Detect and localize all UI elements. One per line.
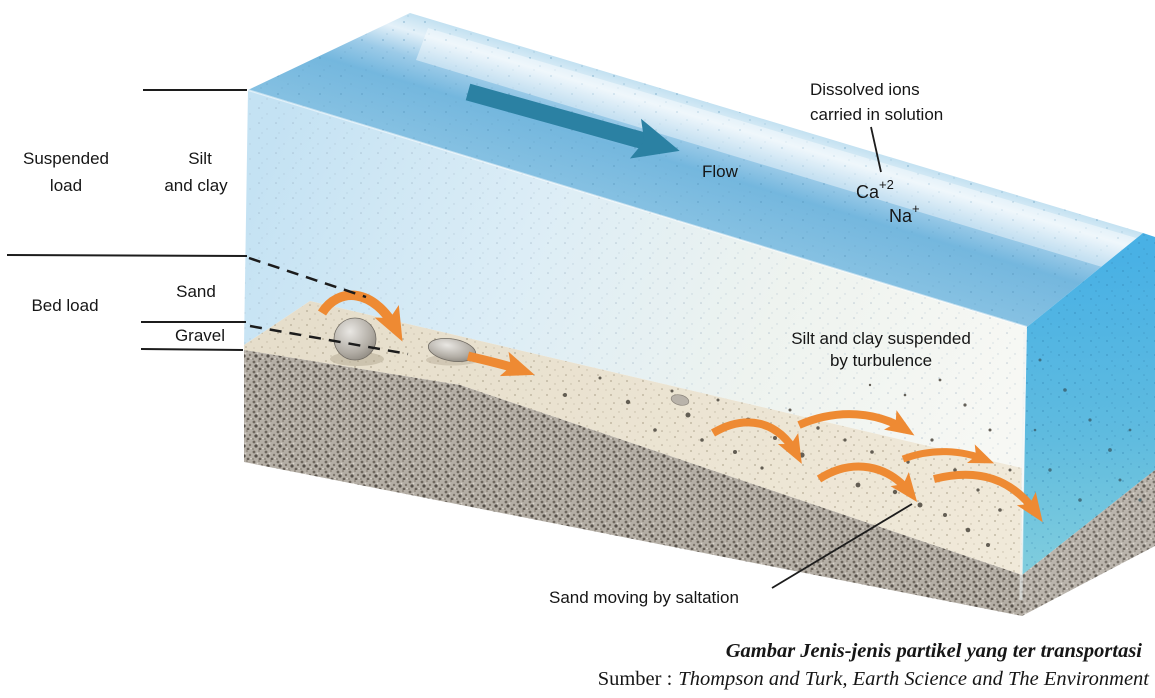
small-pebble: [670, 394, 690, 406]
label-dissolved-ions-line2: carried in solution: [810, 105, 943, 124]
leader-lines: [6, 89, 913, 589]
gravel-leader-line: [140, 348, 244, 351]
flow-arrow-icon: [465, 83, 680, 159]
front-right-edge-highlight: [1019, 329, 1027, 601]
label-flow: Flow: [702, 162, 739, 181]
rolling-arrow-icon: [317, 290, 403, 342]
sand-bed-face: [244, 301, 1022, 575]
label-suspended-load-line1: Suspended: [23, 149, 109, 168]
label-saltation: Sand moving by saltation: [549, 588, 739, 607]
water-surface-glare: [416, 28, 1143, 270]
caption-source-text: Thompson and Turk, Earth Science and The…: [678, 668, 1150, 690]
calcium-charge: +2: [879, 177, 894, 192]
calcium-symbol: Ca: [856, 182, 880, 202]
gravel-dashed-leader-line: [249, 324, 409, 356]
sand-dashed-leader-line: [248, 256, 367, 299]
sand-bed-speckle: [244, 301, 1022, 575]
boulder: [333, 317, 377, 361]
gravel-right-face: [1022, 470, 1155, 616]
label-suspended-load-line2: load: [50, 176, 82, 195]
suspended-bed-divider-line: [6, 254, 248, 257]
label-sand: Sand: [176, 282, 216, 301]
label-turbulence-line2: by turbulence: [830, 351, 932, 370]
sodium-symbol: Na: [889, 206, 913, 226]
legend-left: Suspended load Silt and clay Bed load Sa…: [23, 149, 228, 345]
label-silt-and-clay-line1: Silt: [188, 149, 212, 168]
dissolved-ions-leader-line: [870, 126, 882, 173]
caption-source-label: Sumber :: [598, 668, 673, 690]
water-right-face-speckle: [1022, 233, 1155, 575]
saltation-arrow-icon: [933, 470, 1043, 523]
label-ion-calcium: Ca+2: [856, 177, 894, 202]
gravel-front-face: [244, 350, 1022, 616]
water-front-face-speckle: [244, 90, 1027, 468]
label-gravel: Gravel: [175, 326, 225, 345]
saltation-arrow-icon: [901, 444, 995, 464]
top-front-edge-highlight: [247, 89, 1028, 328]
saltation-arrow-icon: [710, 418, 802, 464]
sliding-arrow-icon: [466, 351, 535, 377]
water-right-face: [1022, 233, 1155, 575]
label-turbulence-line1: Silt and clay suspended: [791, 329, 971, 348]
annotations: Flow Dissolved ions carried in solution …: [549, 80, 971, 607]
saltation-arrow-icon: [797, 410, 915, 436]
label-silt-and-clay-line2: and clay: [164, 176, 228, 195]
label-ion-sodium: Na+: [889, 201, 920, 226]
saltation-arrow-icon: [816, 462, 918, 502]
transport-arrows: [317, 290, 1043, 523]
label-bed-load: Bed load: [31, 296, 98, 315]
caption-source: Sumber :Thompson and Turk, Earth Science…: [598, 668, 1151, 690]
caption: Gambar Jenis-jenis partikel yang ter tra…: [598, 640, 1151, 690]
caption-title: Gambar Jenis-jenis partikel yang ter tra…: [726, 640, 1143, 662]
label-dissolved-ions-line1: Dissolved ions: [810, 80, 920, 99]
sodium-charge: +: [912, 201, 920, 216]
side-face-grains: [1033, 358, 1142, 502]
saltation-leader-line: [771, 503, 913, 589]
water-front-face: [244, 90, 1027, 468]
